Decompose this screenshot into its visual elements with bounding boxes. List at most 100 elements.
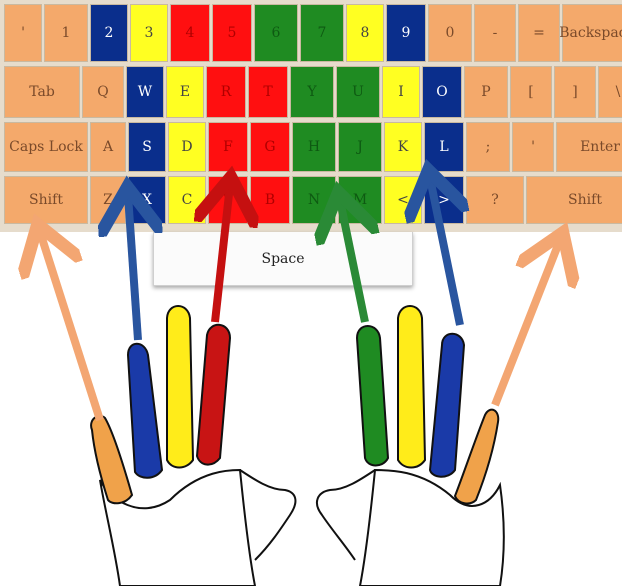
key-label: Y [307, 84, 317, 100]
key-r[interactable]: R [206, 66, 246, 118]
key-space[interactable]: Space [153, 232, 413, 286]
left-hand-palm [99, 468, 257, 586]
right-pinky-finger [453, 408, 500, 505]
key-u[interactable]: U [336, 66, 380, 118]
key-p[interactable]: P [464, 66, 508, 118]
key-label: 7 [317, 25, 327, 41]
key-sym-1-12[interactable]: ] [554, 66, 596, 118]
key-label: O [436, 84, 448, 100]
left-pinky-finger [90, 414, 134, 505]
key-label: P [481, 84, 491, 100]
key-j[interactable]: J [338, 122, 382, 172]
key-label: Tab [29, 84, 55, 100]
key-label: J [357, 139, 363, 155]
key-label: Shift [29, 192, 63, 208]
key-label: D [181, 139, 193, 155]
key-b[interactable]: B [250, 176, 290, 224]
key-label: Q [97, 84, 109, 100]
key-sym-0-11[interactable]: - [474, 4, 516, 62]
key-9[interactable]: 9 [386, 4, 426, 62]
key-5[interactable]: 5 [212, 4, 252, 62]
key-y[interactable]: Y [290, 66, 334, 118]
key-label: 0 [445, 25, 455, 41]
key-sym-2-11[interactable]: ' [512, 122, 554, 172]
arrow-right-ring [430, 178, 460, 326]
key-sym-1-11[interactable]: [ [510, 66, 552, 118]
key-h[interactable]: H [292, 122, 336, 172]
key-label: S [142, 139, 152, 155]
key-label: X [142, 192, 152, 208]
key-enter[interactable]: Enter [556, 122, 622, 172]
key-sym-3-8[interactable]: < [384, 176, 422, 224]
key-label: 5 [227, 25, 237, 41]
key-o[interactable]: O [422, 66, 462, 118]
key-label: R [220, 84, 232, 100]
key-z[interactable]: Z [90, 176, 126, 224]
key-label: A [102, 139, 114, 155]
key-label: = [533, 25, 545, 41]
key-capslock[interactable]: Caps Lock [4, 122, 88, 172]
key-tab[interactable]: Tab [4, 66, 80, 118]
key-label: W [137, 84, 153, 100]
key-shift[interactable]: Shift [526, 176, 622, 224]
key-sym-0-0[interactable]: ' [4, 4, 42, 62]
key-l[interactable]: L [424, 122, 464, 172]
key-label: 8 [360, 25, 370, 41]
key-3[interactable]: 3 [130, 4, 168, 62]
left-index-finger [195, 323, 232, 466]
key-c[interactable]: C [168, 176, 206, 224]
key-label: ' [531, 139, 535, 155]
key-backspace[interactable]: Backspace [559, 4, 622, 62]
key-d[interactable]: D [168, 122, 206, 172]
key-n[interactable]: N [292, 176, 336, 224]
key-label: ; [485, 139, 491, 155]
key-label: I [398, 84, 404, 100]
key-label: Shift [568, 192, 602, 208]
key-4[interactable]: 4 [170, 4, 210, 62]
key-sym-2-10[interactable]: ; [466, 122, 510, 172]
key-f[interactable]: F [208, 122, 248, 172]
key-7[interactable]: 7 [300, 4, 344, 62]
key-label: 6 [271, 25, 281, 41]
key-8[interactable]: 8 [346, 4, 384, 62]
key-sym-3-10[interactable]: ? [466, 176, 524, 224]
key-w[interactable]: W [126, 66, 164, 118]
key-1[interactable]: 1 [44, 4, 88, 62]
key-shift[interactable]: Shift [4, 176, 88, 224]
key-label: 3 [144, 25, 154, 41]
key-label: Enter [580, 139, 620, 155]
key-label: 1 [61, 25, 71, 41]
key-label: M [352, 192, 368, 208]
left-middle-finger [166, 305, 195, 469]
key-k[interactable]: K [384, 122, 422, 172]
key-e[interactable]: E [166, 66, 204, 118]
key-label: - [492, 25, 498, 41]
right-thumb [315, 469, 376, 561]
key-label: 2 [104, 25, 114, 41]
key-space-label: Space [261, 250, 305, 267]
key-label: [ [528, 84, 534, 100]
right-index-finger [355, 325, 390, 467]
key-x[interactable]: X [128, 176, 166, 224]
arrow-left-pinky [40, 232, 104, 422]
key-a[interactable]: A [90, 122, 126, 172]
key-label: Backspace [559, 25, 622, 41]
key-sym-1-13[interactable]: \ [598, 66, 622, 118]
key-g[interactable]: G [250, 122, 290, 172]
key-s[interactable]: S [128, 122, 166, 172]
key-0[interactable]: 0 [428, 4, 472, 62]
key-label: U [352, 84, 364, 100]
left-ring-finger [126, 342, 164, 479]
key-label: B [264, 192, 276, 208]
arrow-right-index [340, 200, 365, 323]
key-6[interactable]: 6 [254, 4, 298, 62]
key-i[interactable]: I [382, 66, 420, 118]
key-q[interactable]: Q [82, 66, 124, 118]
key-label: F [223, 139, 233, 155]
key-t[interactable]: T [248, 66, 288, 118]
key-2[interactable]: 2 [90, 4, 128, 62]
arrow-left-index [215, 185, 230, 323]
key-sym-0-12[interactable]: = [518, 4, 560, 62]
